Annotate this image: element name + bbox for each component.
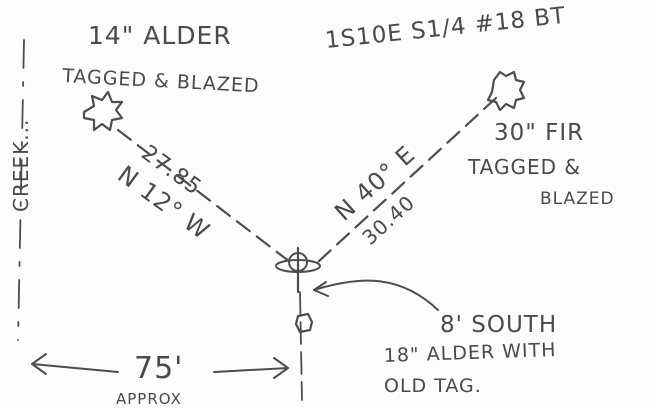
alder-18-tag-label: OLD TAG. [384, 375, 482, 397]
distance-bottom-label: 75' [134, 351, 183, 386]
fir-30-tree-icon [486, 70, 526, 112]
alder-14-tree-icon [82, 90, 124, 132]
distance-bottom-arrow-right [273, 357, 289, 379]
creek-label: CREEK... [9, 119, 33, 212]
south-offset-label: 8' SOUTH [440, 312, 557, 338]
alder-14-label: 14" ALDER [88, 21, 232, 50]
distance-bottom-line-right [213, 367, 289, 373]
fir-30-tagged-label: TAGGED & [467, 155, 581, 179]
approx-label: APPROX [116, 390, 182, 408]
fir-30-label: 30" FIR [494, 120, 584, 146]
line-to-alder-18 [299, 291, 303, 401]
distance-bottom-line-left [31, 363, 119, 373]
curved-arrow-head [313, 281, 329, 297]
curved-arrow [313, 279, 439, 311]
creek-line [17, 39, 25, 341]
survey-reference: 1S10E S1/4 #18 BT [324, 3, 567, 54]
line-to-alder-14 [116, 128, 292, 264]
alder-18-tree-icon [294, 312, 314, 334]
alder-14-tagged-label: TAGGED & BLAZED [61, 65, 260, 97]
alder-18-label: 18" ALDER WITH [383, 339, 556, 367]
survey-point-icon [275, 246, 321, 294]
fir-30-blazed-label: BLAZED [540, 189, 615, 209]
line-to-fir-30 [316, 96, 498, 264]
distance-bottom-arrow-left [31, 353, 47, 375]
